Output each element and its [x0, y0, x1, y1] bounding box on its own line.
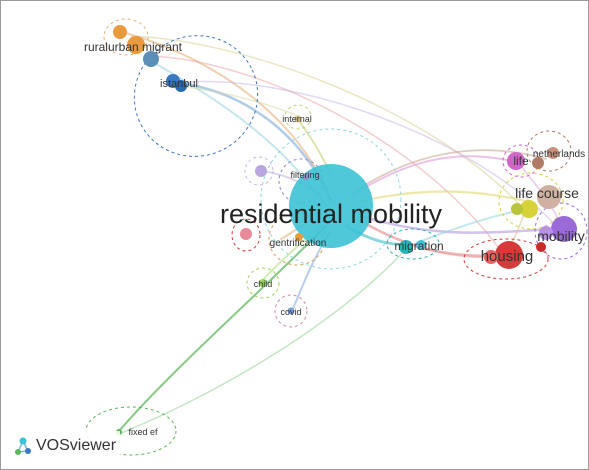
cluster-outline-pink: [231, 218, 261, 252]
vosviewer-logo-text: VOSviewer: [36, 437, 117, 454]
node-migration-2[interactable]: [416, 240, 426, 250]
label-covid: covid: [280, 307, 301, 317]
node-ruralurban-migrant-2[interactable]: [127, 36, 145, 54]
cluster-outline-migration: [386, 228, 440, 260]
node-filtering-2[interactable]: [303, 174, 309, 180]
node-mobility-2[interactable]: [539, 226, 553, 240]
node-housing-2[interactable]: [484, 250, 498, 264]
cluster-outline-lav: [244, 156, 274, 186]
label-fixed-ef: fixed ef: [128, 427, 158, 437]
cluster-outline-residential: [260, 128, 402, 270]
cluster-outline-covid: [274, 294, 308, 328]
node-pink[interactable]: [240, 228, 252, 240]
link-residential-fixedef: [118, 225, 327, 432]
labels: residential mobility ruralurban migrant …: [84, 40, 585, 437]
node-ruralurban-migrant[interactable]: [113, 25, 127, 39]
cluster-outline-lifecourse: [498, 172, 564, 230]
cluster-outline-housing: [463, 238, 549, 280]
link-mobility-istanbul: [175, 80, 562, 232]
node-life-course-2[interactable]: [520, 200, 538, 218]
cluster-outline-mobility: [534, 202, 588, 260]
node-steel[interactable]: [143, 51, 159, 67]
label-mobility: mobility: [537, 228, 584, 244]
link-residential-lifecourse: [359, 190, 528, 203]
node-covid[interactable]: [287, 307, 295, 315]
node-housing-3[interactable]: [536, 242, 546, 252]
node-netherlands-2[interactable]: [547, 147, 559, 159]
link-residential-mobility: [359, 214, 561, 234]
node-gentrification[interactable]: [295, 233, 303, 241]
link-housing-istanbul: [150, 55, 502, 252]
label-gentrification: gentrification: [270, 238, 327, 249]
node-child[interactable]: [259, 279, 267, 287]
nodes: [113, 25, 577, 435]
node-mobility[interactable]: [551, 216, 577, 242]
node-residential-mobility[interactable]: [289, 164, 373, 248]
node-housing[interactable]: [495, 241, 523, 269]
link-internal-istanbul: [178, 85, 299, 117]
node-netherlands[interactable]: [532, 157, 544, 169]
label-ruralurban-migrant: ruralurban migrant: [84, 40, 183, 54]
label-residential-mobility: residential mobility: [220, 199, 443, 229]
label-life: life: [513, 154, 529, 168]
cluster-outline-ruralurban: [103, 18, 149, 56]
cluster-outline-child: [246, 267, 280, 299]
node-life[interactable]: [507, 152, 525, 170]
node-istanbul-2[interactable]: [175, 80, 187, 92]
label-housing: housing: [481, 248, 534, 265]
label-migration: migration: [394, 239, 443, 253]
link-lifecourse-ruralurban: [130, 35, 522, 207]
node-filtering[interactable]: [255, 165, 267, 177]
label-filtering: filtering: [290, 170, 319, 180]
link-residential-netherlands: [355, 149, 547, 192]
label-internal: internal: [282, 114, 312, 124]
label-child: child: [254, 279, 273, 289]
node-internal[interactable]: [294, 115, 302, 123]
label-netherlands: netherlands: [533, 149, 585, 160]
cluster-outline-netherlands: [526, 130, 572, 172]
cluster-outline-internal: [284, 104, 312, 130]
label-life-course: life course: [515, 185, 579, 201]
vosviewer-logo-icon: [15, 437, 31, 455]
label-istanbul: istanbul: [160, 78, 198, 90]
node-life-course-3[interactable]: [511, 203, 523, 215]
vosviewer-logo: VOSviewer: [14, 431, 121, 461]
node-life-course[interactable]: [537, 185, 561, 209]
cluster-outlines: [85, 18, 588, 456]
node-migration[interactable]: [399, 240, 413, 254]
link-migration-fixedef: [120, 245, 410, 434]
cluster-outline-istanbul: [133, 35, 259, 157]
